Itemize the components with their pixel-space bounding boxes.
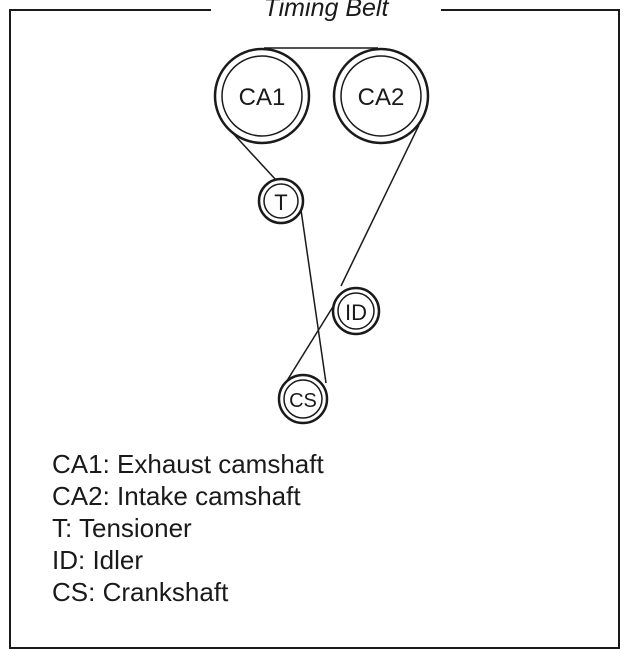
legend: CA1: Exhaust camshaft CA2: Intake camsha… (52, 448, 324, 608)
pulley-idler: ID (331, 286, 381, 336)
legend-item-ca1: CA1: Exhaust camshaft (52, 449, 324, 479)
diagram-title: Timing Belt (211, 0, 441, 27)
pulley-label-ca1: CA1 (239, 84, 286, 111)
belt-segment-idler-ca2 (340, 124, 420, 287)
pulley-label-ca2: CA2 (358, 84, 405, 111)
legend-item-ca2: CA2: Intake camshaft (52, 481, 301, 511)
pulley-label-tensioner: T (274, 190, 287, 215)
belt-segment-tensioner-crankshaft (299, 202, 327, 384)
pulley-ca2: CA2 (332, 47, 430, 145)
pulley-crankshaft: CS (277, 373, 329, 425)
legend-item-crankshaft: CS: Crankshaft (52, 577, 229, 607)
pulley-tensioner: T (257, 177, 305, 225)
legend-item-idler: ID: Idler (52, 545, 144, 575)
belt (228, 47, 420, 393)
legend-item-tensioner: T: Tensioner (52, 513, 192, 543)
pulley-ca1: CA1 (213, 47, 311, 145)
belt-segment-ca1-tensioner (228, 128, 277, 181)
belt-segment-crankshaft-idler (279, 304, 335, 393)
pulley-label-idler: ID (345, 300, 367, 325)
pulley-label-crankshaft: CS (289, 390, 317, 412)
